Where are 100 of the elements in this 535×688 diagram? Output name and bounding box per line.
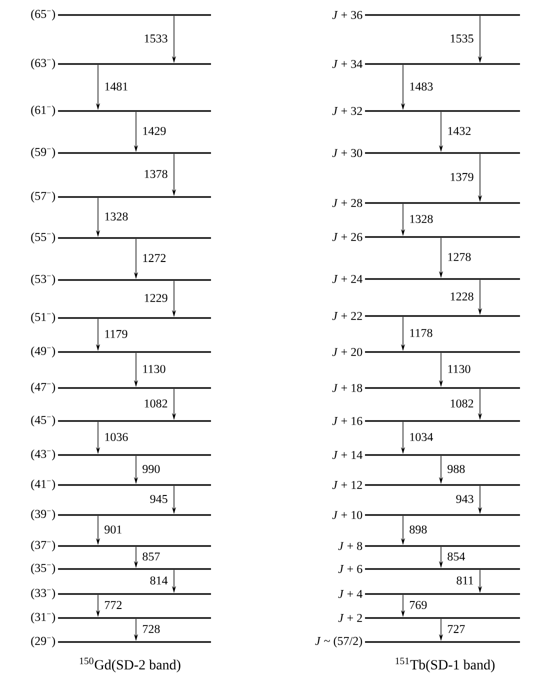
energy-level: (61$^{−}$) <box>31 106 211 116</box>
edge-label: 1229 <box>144 294 168 302</box>
energy-level: J ~ (57/2) <box>315 636 520 648</box>
band-caption: $^{151}$Tb(SD-1 band) <box>396 658 495 672</box>
edge-label: 990 <box>142 464 160 474</box>
edge-label: 1082 <box>450 399 474 408</box>
energy-level: (47$^{−}$) <box>31 382 211 394</box>
energy-level: J + 12 <box>332 480 520 490</box>
node-label: J + 6 <box>338 564 362 574</box>
edge-label: 1130 <box>448 364 470 374</box>
energy-level: (43$^{−}$) <box>31 450 211 460</box>
energy-level: J + 34 <box>332 60 520 68</box>
edge-label: 1379 <box>450 172 474 182</box>
edge-label: 857 <box>142 552 160 561</box>
energy-level: (51$^{−}$) <box>31 312 211 324</box>
node-label: (51$^{−}$) <box>31 312 56 324</box>
edge-label: 945 <box>150 494 168 504</box>
edge-label: 1533 <box>144 34 168 43</box>
node-label: J + 24 <box>332 274 362 284</box>
edge-label: 1432 <box>448 126 471 136</box>
node-label: J + 22 <box>332 312 362 320</box>
energy-level: (55$^{−}$) <box>31 232 211 244</box>
node-label: J + 8 <box>338 542 362 550</box>
node-label: (59$^{−}$) <box>31 148 56 158</box>
node-label: (43$^{−}$) <box>31 450 56 460</box>
energy-level: (49$^{−}$) <box>31 346 211 358</box>
node-label: (53$^{−}$) <box>31 274 56 286</box>
energy-level: J + 14 <box>332 450 520 459</box>
node-label: J + 26 <box>332 232 362 242</box>
edge-label: 1483 <box>410 82 433 91</box>
edge-label: 854 <box>448 552 465 561</box>
energy-level: (33$^{−}$) <box>31 588 211 600</box>
edge-label: 1228 <box>450 292 474 301</box>
node-label: J + 16 <box>332 416 362 426</box>
node-label: (57$^{−}$) <box>31 192 56 202</box>
node-label: J + 30 <box>332 148 362 158</box>
node-label: (65$^{−}$) <box>31 10 56 20</box>
node-label: (39$^{−}$) <box>31 510 56 520</box>
energy-level: J + 32 <box>332 106 520 116</box>
energy-level: J + 36 <box>332 10 520 20</box>
energy-level: J + 18 <box>332 384 520 392</box>
edge-label: 1535 <box>450 34 474 43</box>
edge-label: 769 <box>410 600 427 610</box>
energy-level: J + 2 <box>338 614 520 622</box>
energy-level: J + 22 <box>332 312 520 320</box>
node-label: J + 14 <box>332 450 362 460</box>
node-label: J + 10 <box>332 510 362 520</box>
energy-level: J + 24 <box>332 274 520 284</box>
edge-label: 1082 <box>144 399 168 408</box>
edge-label: 814 <box>150 576 168 585</box>
node-label: J + 12 <box>332 480 362 490</box>
energy-level: (53$^{−}$) <box>31 274 211 286</box>
node-label: J + 20 <box>332 348 362 356</box>
node-label: (29$^{−}$) <box>31 636 56 648</box>
edge-label: 1378 <box>144 170 168 178</box>
edge-label: 1481 <box>105 82 128 91</box>
node-label: (31$^{−}$) <box>31 612 56 624</box>
energy-level: J + 30 <box>332 148 520 158</box>
energy-level: (59$^{−}$) <box>31 148 211 158</box>
edge-label: 898 <box>410 525 427 534</box>
node-label: (33$^{−}$) <box>31 588 56 600</box>
edge-label: 943 <box>456 494 474 504</box>
edge-label: 1036 <box>105 432 128 442</box>
energy-level: J + 16 <box>332 416 520 426</box>
edge-label: 772 <box>104 601 122 609</box>
energy-level: (45$^{−}$) <box>31 416 211 426</box>
node-label: J + 32 <box>332 106 362 116</box>
node-label: (47$^{−}$) <box>31 382 56 394</box>
node-label: (41$^{−}$) <box>31 480 56 490</box>
energy-level: J + 28 <box>332 198 520 208</box>
edge-label: 1429 <box>143 126 166 136</box>
band-caption: $^{150}$Gd(SD-2 band) <box>80 658 180 672</box>
edge-label: 1328 <box>410 214 433 224</box>
energy-level: J + 8 <box>338 542 520 550</box>
energy-level: J + 10 <box>332 510 520 520</box>
node-label: (45$^{−}$) <box>31 416 56 426</box>
energy-level: (35$^{−}$) <box>31 564 211 574</box>
energy-level: J + 26 <box>332 232 520 242</box>
energy-level: (41$^{−}$) <box>31 480 211 490</box>
edge-label: 811 <box>456 576 474 585</box>
node-label: J + 4 <box>338 590 362 598</box>
edge-label: 901 <box>104 525 122 534</box>
energy-level: (31$^{−}$) <box>31 612 211 624</box>
energy-level: (65$^{−}$) <box>31 10 211 20</box>
edge-label: 988 <box>448 464 465 474</box>
edge-label: 1178 <box>410 328 432 338</box>
node-label: (55$^{−}$) <box>31 232 56 244</box>
node-label: J + 18 <box>332 384 362 392</box>
edge-label: 1179 <box>105 330 128 338</box>
node-label: (49$^{−}$) <box>31 346 56 358</box>
node-label: J + 36 <box>332 10 362 20</box>
energy-level: (37$^{−}$) <box>31 540 211 552</box>
node-label: (61$^{−}$) <box>31 106 56 116</box>
node-label: J + 28 <box>332 198 362 208</box>
energy-level: (29$^{−}$) <box>31 636 211 648</box>
edge-label: 1272 <box>143 254 166 262</box>
node-label: J + 2 <box>338 614 362 622</box>
edge-label: 1278 <box>448 252 471 262</box>
node-label: (35$^{−}$) <box>31 564 56 574</box>
node-label: (63$^{−}$) <box>31 58 56 70</box>
